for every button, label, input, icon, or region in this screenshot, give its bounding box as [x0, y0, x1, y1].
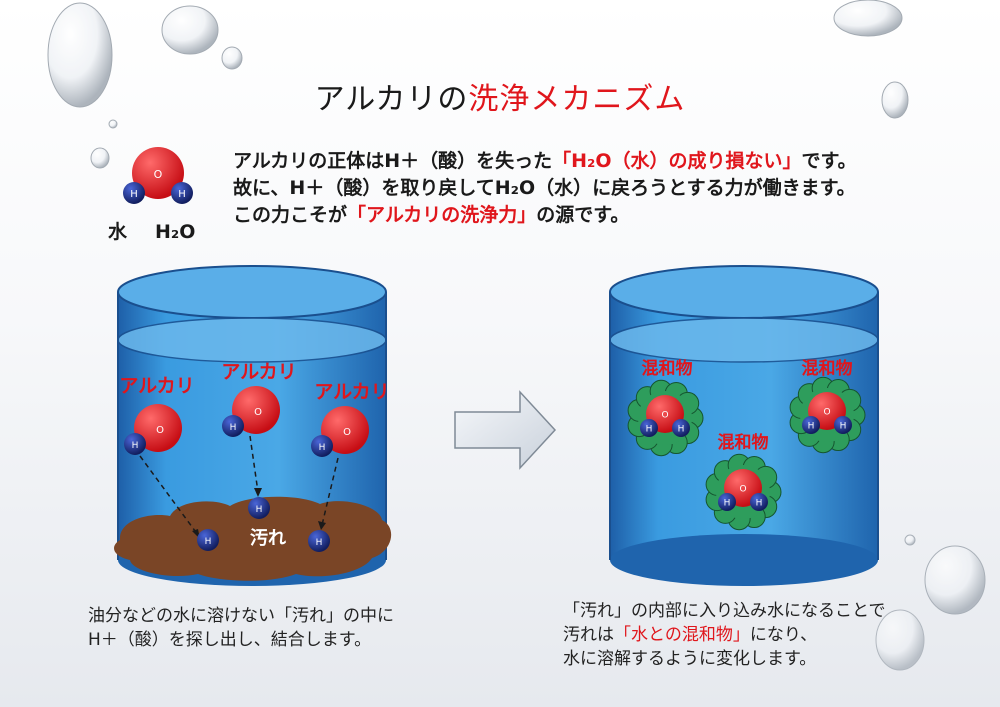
droplet	[904, 534, 916, 546]
alkali-label: アルカリ	[314, 381, 389, 403]
oxygen-label: O	[154, 168, 163, 181]
left-container: 汚れ アルカリ アルカリ アルカリ O H O H O H	[114, 265, 392, 586]
mixture-label: 混和物	[718, 432, 769, 453]
alkali-label: アルカリ	[119, 375, 194, 397]
title-part1: アルカリの	[314, 82, 469, 117]
svg-text:H: H	[316, 538, 323, 548]
droplet	[833, 0, 903, 37]
water-molecule-icon: O H H	[123, 147, 193, 204]
svg-text:O: O	[343, 427, 351, 438]
hydrogen-atom	[123, 182, 145, 204]
intro-line-3: この力こそが「アルカリの洗浄力」の源です。	[233, 204, 630, 226]
water-surface	[609, 317, 879, 363]
oxygen-label: O	[739, 485, 746, 495]
hydrogen-ion: H	[308, 530, 330, 552]
hydrogen-atom	[802, 416, 820, 434]
hydrogen-atom	[834, 416, 852, 434]
droplet	[161, 5, 219, 55]
svg-text:O: O	[254, 407, 262, 418]
left-caption: 油分などの水に溶けない「汚れ」の中に H＋（酸）を探し出し、結合します。	[88, 606, 394, 650]
mixture-label: 混和物	[802, 358, 853, 379]
alkali-molecule: O H	[124, 404, 182, 455]
svg-text:H: H	[256, 505, 263, 515]
svg-text:O: O	[156, 425, 164, 436]
intro-highlight: 「H₂O（水）の成り損ない」	[552, 150, 802, 172]
hydrogen-atom	[750, 493, 768, 511]
alkali-molecule: O H	[222, 386, 280, 437]
title-part2: 洗浄メカニズム	[468, 82, 686, 117]
droplet	[221, 46, 243, 70]
mixture-label: 混和物	[642, 358, 693, 379]
alkali-molecule: O H	[311, 406, 369, 457]
container-rim	[117, 265, 387, 319]
molecule-caption-formula: H₂O	[155, 221, 196, 243]
hydrogen-atom	[672, 419, 690, 437]
svg-text:H: H	[319, 443, 326, 453]
page-title: アルカリの洗浄メカニズム	[0, 74, 1000, 118]
molecule-caption: 水 H₂O	[108, 217, 195, 244]
container-rim	[609, 265, 879, 319]
hydrogen-ion: H	[248, 497, 270, 519]
droplet	[924, 545, 986, 615]
oxygen-label: O	[823, 408, 830, 418]
droplet	[47, 2, 113, 108]
intro-line-1: アルカリの正体はH＋（酸）を失った「H₂O（水）の成り損ない」です。	[233, 150, 857, 172]
alkali-label: アルカリ	[221, 361, 296, 383]
right-caption: 「汚れ」の内部に入り込み水になることで 汚れは「水との混和物」になり、 水に溶解…	[563, 601, 886, 669]
droplet	[108, 119, 118, 129]
hydrogen-label: H	[130, 189, 138, 200]
droplet	[881, 81, 909, 119]
dirt-blob	[114, 496, 392, 581]
dashed-arrows	[139, 435, 339, 536]
intro-highlight: 「アルカリの洗浄力」	[347, 204, 537, 226]
droplet	[90, 147, 110, 169]
container-bottom	[610, 534, 878, 586]
intro-line-2: 故に、H＋（酸）を取り戻してH₂O（水）に戻ろうとする力が働きます。	[233, 177, 856, 199]
process-arrow	[454, 390, 557, 470]
hydrogen-label: H	[646, 425, 653, 435]
hydrogen-label: H	[178, 189, 186, 200]
hydrogen-ion: H	[197, 529, 219, 551]
molecule-caption-water: 水	[108, 221, 128, 243]
hydrogen-atom	[718, 493, 736, 511]
hydrogen-atom	[640, 419, 658, 437]
hydrogen-label: H	[724, 499, 731, 509]
oxygen-label: O	[661, 411, 668, 421]
oxygen-atom	[132, 147, 184, 199]
droplet	[875, 609, 925, 671]
hydrogen-label: H	[840, 422, 847, 432]
mixture-cluster: OH H	[789, 376, 866, 454]
hydrogen-label: H	[678, 425, 685, 435]
svg-text:H: H	[230, 423, 237, 433]
dirt-label: 汚れ	[250, 528, 286, 549]
hydrogen-atom	[171, 182, 193, 204]
mixture-cluster: OH H	[705, 453, 782, 531]
intro-text: アルカリの正体はH＋（酸）を失った「H₂O（水）の成り損ない」です。 故に、H＋…	[233, 148, 857, 229]
water-surface	[117, 317, 387, 363]
caption-highlight: 「水との混和物」	[614, 625, 750, 645]
hydrogen-label: H	[756, 499, 763, 509]
svg-text:H: H	[132, 441, 139, 451]
mixture-cluster: OH H	[627, 379, 704, 457]
svg-text:H: H	[205, 537, 212, 547]
hydrogen-label: H	[808, 422, 815, 432]
